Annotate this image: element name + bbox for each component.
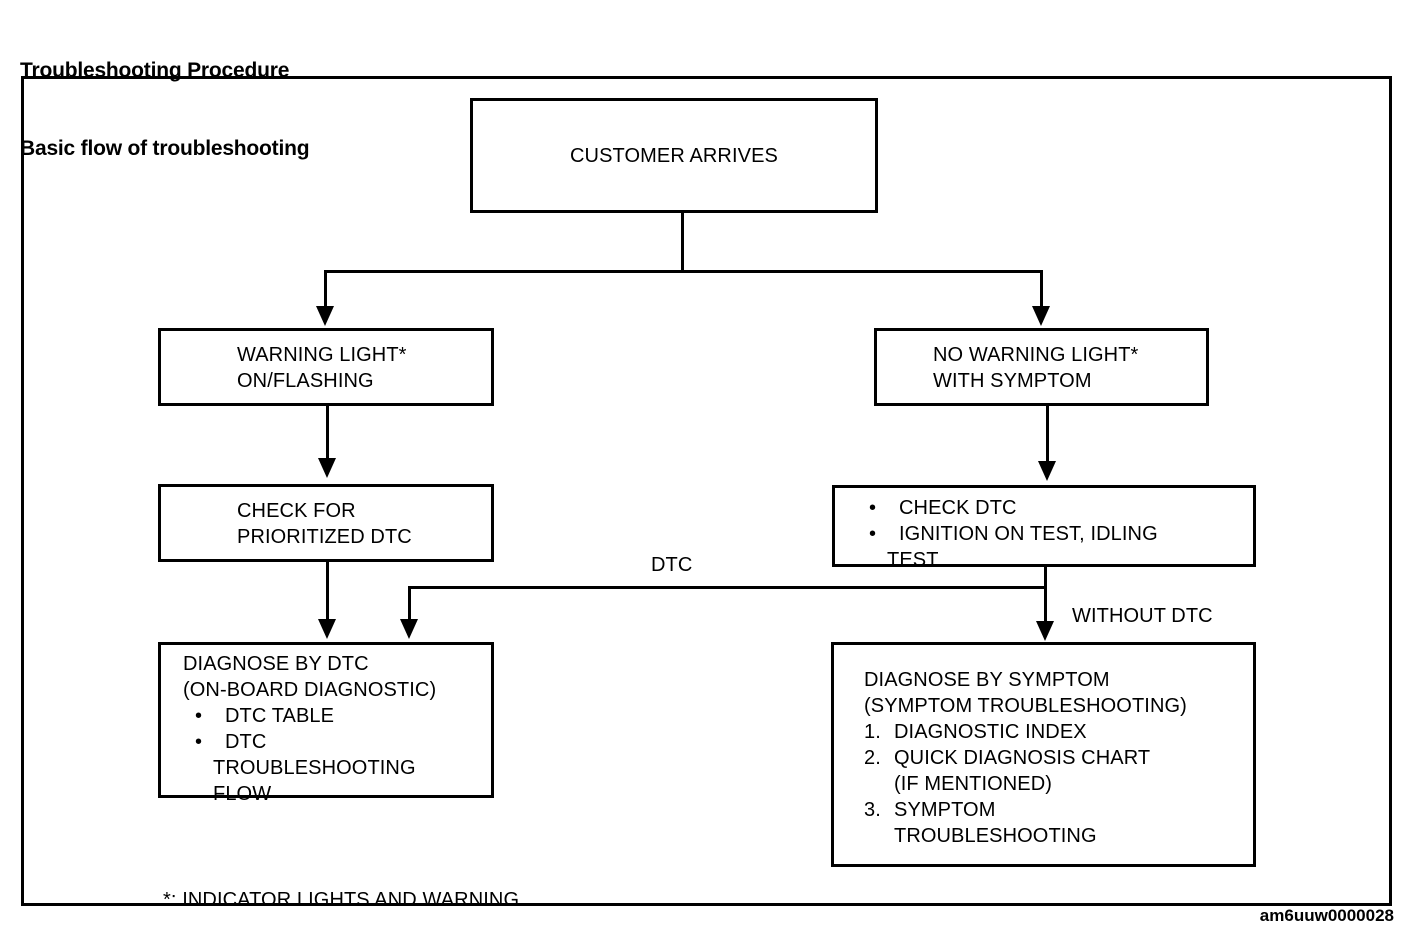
connector-checkdtc-stem (1044, 567, 1047, 589)
list-item-text: SYMPTOM (894, 799, 996, 821)
connector-warning-to-check (326, 406, 329, 463)
node-diagnose-by-symptom-title1: DIAGNOSE BY SYMPTOM (864, 669, 1110, 691)
node-check-prioritized-dtc-line2: PRIORITIZED DTC (237, 526, 412, 548)
node-no-warning-light-line1: NO WARNING LIGHT* (933, 344, 1139, 366)
list-number: 2. (864, 747, 881, 769)
diagram-frame (21, 76, 1392, 906)
part-code: am6uuw0000028 (1259, 906, 1394, 925)
node-warning-light: WARNING LIGHT* ON/FLASHING (158, 328, 494, 406)
connector-left-branch-vertical (324, 270, 327, 312)
arrowhead-to-diagnose-by-dtc-right (400, 619, 418, 639)
list-item-text: TROUBLESHOOTING (894, 825, 1097, 847)
node-check-prioritized-dtc: CHECK FOR PRIORITIZED DTC (158, 484, 494, 562)
list-number: 1. (864, 721, 881, 743)
bullet-icon: • (195, 731, 203, 753)
connector-dtc-branch-horizontal (408, 586, 1047, 589)
list-item-text: TROUBLESHOOTING (213, 757, 416, 779)
connector-right-branch-vertical (1040, 270, 1043, 312)
list-item: FLOW (183, 781, 491, 807)
node-check-prioritized-dtc-line1: CHECK FOR (237, 500, 356, 522)
list-item: 1. DIAGNOSTIC INDEX (864, 719, 1253, 745)
list-item-text: CHECK DTC (899, 497, 1017, 519)
list-item-text: QUICK DIAGNOSIS CHART (894, 747, 1151, 769)
connector-nowarning-to-checkdtc (1046, 406, 1049, 466)
list-item: 2. QUICK DIAGNOSIS CHART (864, 745, 1253, 771)
list-item-text: IGNITION ON TEST, IDLING (899, 523, 1158, 545)
arrowhead-to-check-dtc (1038, 461, 1056, 481)
footnote-line1: *: INDICATOR LIGHTS AND WARNING (163, 889, 520, 911)
node-customer-arrives-label: CUSTOMER ARRIVES (570, 144, 778, 167)
node-diagnose-by-symptom: DIAGNOSE BY SYMPTOM (SYMPTOM TROUBLESHOO… (831, 642, 1256, 867)
node-warning-light-line1: WARNING LIGHT* (237, 344, 407, 366)
node-diagnose-by-dtc-title2: (ON-BOARD DIAGNOSTIC) (183, 679, 437, 701)
list-item-text: TEST (887, 549, 939, 571)
list-item: TROUBLESHOOTING (183, 755, 491, 781)
node-diagnose-by-dtc-title1: DIAGNOSE BY DTC (183, 653, 369, 675)
connector-split-bar (324, 270, 1043, 273)
connector-without-dtc-vertical (1044, 586, 1047, 626)
connector-trunk-vertical (681, 213, 684, 273)
connector-checkprior-to-diagnose (326, 562, 329, 624)
list-item: • DTC (183, 729, 491, 755)
list-item-text: FLOW (213, 783, 272, 805)
node-check-dtc-tests: • CHECK DTC • IGNITION ON TEST, IDLING T… (832, 485, 1256, 571)
node-customer-arrives: CUSTOMER ARRIVES (470, 98, 878, 213)
list-number: 3. (864, 799, 881, 821)
list-item: • CHECK DTC (857, 495, 1253, 521)
node-diagnose-by-dtc: DIAGNOSE BY DTC (ON-BOARD DIAGNOSTIC) • … (158, 642, 494, 805)
node-diagnose-by-symptom-title2: (SYMPTOM TROUBLESHOOTING) (864, 695, 1187, 717)
arrowhead-to-check-prioritized-dtc (318, 458, 336, 478)
list-item: TEST (857, 547, 1253, 573)
arrowhead-to-diagnose-by-symptom (1036, 621, 1054, 641)
list-item-text: DTC (225, 731, 267, 753)
node-no-warning-light: NO WARNING LIGHT* WITH SYMPTOM (874, 328, 1209, 406)
page-title-line2: Basic flow of troubleshooting (20, 137, 310, 160)
arrowhead-to-warning-light (316, 306, 334, 326)
bullet-icon: • (195, 705, 203, 727)
list-item: (IF MENTIONED) (864, 771, 1253, 797)
footnote: *: INDICATOR LIGHTS AND WARNING LIGHTS T… (163, 830, 574, 936)
node-no-warning-light-line2: WITH SYMPTOM (933, 370, 1092, 392)
connector-dtc-branch-vertical (408, 586, 411, 624)
list-item: TROUBLESHOOTING (864, 823, 1253, 849)
list-item: 3. SYMPTOM (864, 797, 1253, 823)
list-item: • IGNITION ON TEST, IDLING (857, 521, 1253, 547)
list-item: • DTC TABLE (183, 703, 491, 729)
arrowhead-to-diagnose-by-dtc-left (318, 619, 336, 639)
bullet-icon: • (869, 497, 877, 519)
edge-label-dtc: DTC (651, 554, 693, 576)
list-item-text: DIAGNOSTIC INDEX (894, 721, 1087, 743)
list-item-text: (IF MENTIONED) (894, 773, 1053, 795)
node-warning-light-line2: ON/FLASHING (237, 370, 374, 392)
edge-label-without-dtc: WITHOUT DTC (1072, 605, 1213, 627)
bullet-icon: • (869, 523, 877, 545)
arrowhead-to-no-warning-light (1032, 306, 1050, 326)
list-item-text: DTC TABLE (225, 705, 335, 727)
